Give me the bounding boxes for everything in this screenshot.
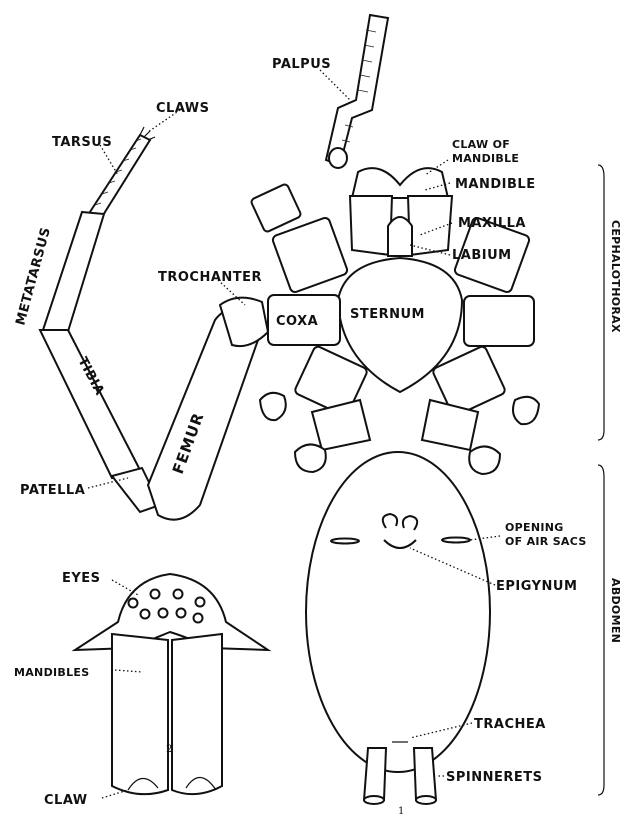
label-claw: CLAW bbox=[44, 793, 88, 808]
label-metatarsus: METATARSUS bbox=[13, 226, 54, 327]
label-epigynum: EPIGYNUM bbox=[496, 579, 577, 594]
label-coxa: COXA bbox=[276, 314, 318, 329]
head-carapace bbox=[75, 574, 268, 650]
head-front-drawing bbox=[75, 574, 268, 794]
labium-shape bbox=[388, 217, 412, 256]
palpus-segment bbox=[326, 15, 388, 165]
label-trachea: TRACHEA bbox=[474, 717, 546, 732]
label-mandibles: MANDIBLES bbox=[14, 666, 89, 679]
spinneret-right bbox=[414, 748, 436, 800]
air-sac-opening-right bbox=[442, 538, 470, 543]
tibia-segment bbox=[40, 330, 140, 478]
mandible-shape bbox=[352, 168, 448, 198]
label-sternum: STERNUM bbox=[350, 307, 425, 322]
label-mandible: MANDIBLE bbox=[455, 177, 536, 192]
cephalothorax-bracket bbox=[598, 165, 604, 440]
label-palpus: PALPUS bbox=[272, 57, 331, 72]
figure-number-2: 2 bbox=[166, 744, 172, 755]
label-opening-line1: OPENING bbox=[505, 521, 564, 534]
abdomen-shape bbox=[306, 452, 490, 772]
leg-drawing bbox=[40, 127, 268, 520]
label-tarsus: TARSUS bbox=[52, 135, 112, 150]
label-claw-of-mandible-line2: MANDIBLE bbox=[452, 152, 519, 165]
label-patella: PATELLA bbox=[20, 483, 85, 498]
spider-body-drawing bbox=[250, 15, 539, 804]
figure-number-1: 1 bbox=[398, 806, 404, 816]
label-cephalothorax: CEPHALOTHORAX bbox=[609, 220, 622, 333]
spinneret-left bbox=[364, 748, 386, 800]
label-maxilla: MAXILLA bbox=[458, 216, 526, 231]
abdomen-bracket bbox=[598, 465, 604, 795]
label-eyes: EYES bbox=[62, 571, 101, 586]
air-sac-opening-left bbox=[331, 539, 359, 544]
label-abdomen: ABDOMEN bbox=[609, 578, 622, 643]
maxilla-left bbox=[350, 196, 392, 255]
mandible-left bbox=[112, 634, 168, 794]
label-trochanter: TROCHANTER bbox=[158, 270, 262, 285]
mandible-right bbox=[172, 634, 222, 794]
label-claws: CLAWS bbox=[156, 101, 210, 116]
label-claw-of-mandible-line1: CLAW OF bbox=[452, 138, 510, 151]
label-spinnerets: SPINNERETS bbox=[446, 770, 543, 785]
label-labium: LABIUM bbox=[452, 248, 512, 263]
label-opening-line2: OF AIR SACS bbox=[505, 535, 587, 548]
